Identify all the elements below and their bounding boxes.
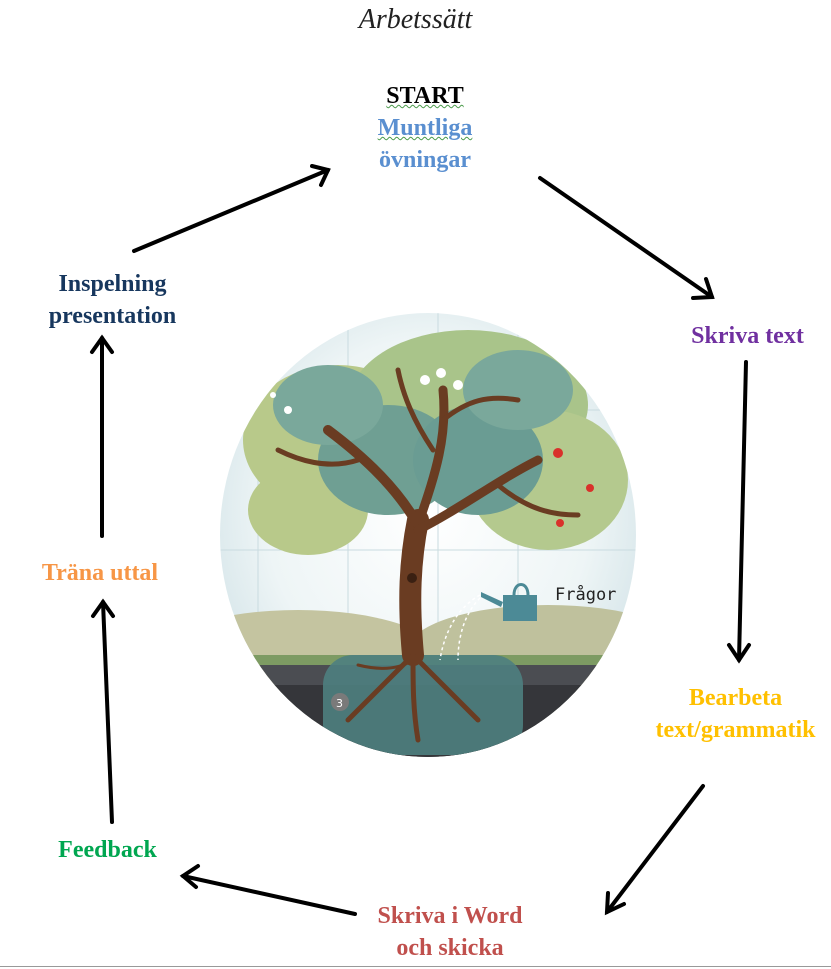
step-bearbeta: Bearbeta text/grammatik: [640, 682, 831, 746]
step-skriva-word: Skriva i Word och skicka: [350, 900, 550, 964]
arrowhead-4: [179, 864, 200, 889]
step-bearbeta-line1: Bearbeta: [688, 685, 783, 711]
arrowhead-3: [604, 891, 626, 916]
arrowhead-6: [90, 334, 114, 354]
arrow-word-to-feedback: [181, 874, 357, 916]
step-skriva-word-line1: Skriva i Word: [377, 903, 523, 929]
step-start-label: START: [386, 83, 464, 109]
step-muntliga-label: Muntliga: [377, 115, 473, 141]
arrow-start-to-skriva: [538, 176, 714, 299]
step-inspelning-line2: presentation: [48, 303, 177, 329]
step-bearbeta-line2: text/grammatik: [655, 717, 816, 743]
tree-illustration: Frågor 3: [220, 313, 636, 757]
step-inspelning: Inspelning presentation: [25, 268, 200, 332]
fragor-label: Frågor: [555, 584, 616, 605]
arrowhead-5: [91, 598, 115, 618]
diagram-title: Arbetssätt: [358, 4, 473, 35]
arrow-inspelning-to-start: [132, 168, 330, 253]
arrowhead-1: [691, 277, 715, 300]
step-trana-uttal: Träna uttal: [41, 560, 159, 586]
arrowhead-2: [727, 643, 751, 664]
arrow-bearbeta-to-word: [605, 784, 705, 914]
step-inspelning-line1: Inspelning: [58, 271, 167, 297]
badge-number: 3: [336, 697, 343, 710]
step-skriva-text: Skriva text: [691, 323, 804, 349]
step-start: START Muntliga övningar: [330, 80, 520, 176]
step-feedback: Feedback: [58, 837, 157, 863]
watering-can-icon: [481, 583, 537, 621]
arrow-skriva-to-bearbeta: [737, 360, 748, 662]
arrow-feedback-to-trana: [101, 600, 114, 824]
page-divider: [0, 966, 831, 967]
step-skriva-word-line2: och skicka: [396, 935, 504, 961]
step-ovningar-label: övningar: [378, 147, 471, 173]
arrowhead-7: [310, 164, 331, 187]
